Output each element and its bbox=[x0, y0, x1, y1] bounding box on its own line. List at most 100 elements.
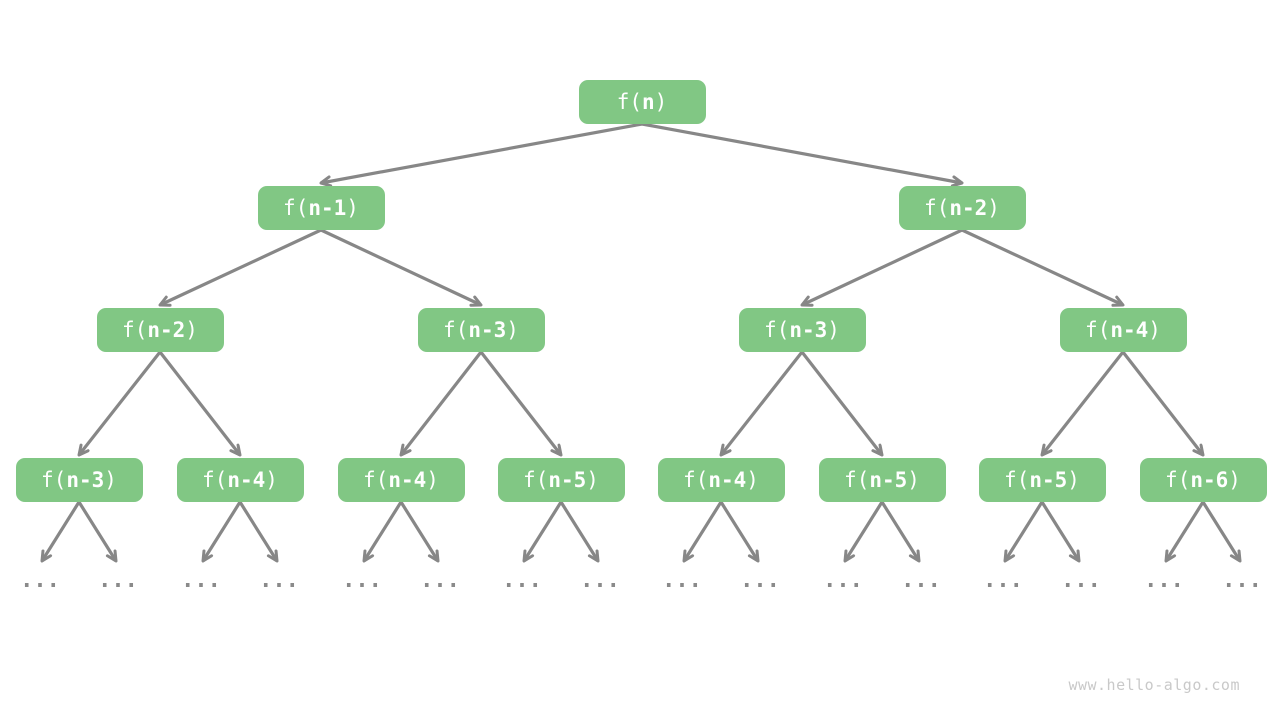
tree-edge-arrow bbox=[1003, 501, 1044, 563]
tree-edge-arrow bbox=[961, 228, 1125, 307]
tree-edge-arrow bbox=[800, 351, 884, 457]
tree-node-f-n-4: f(n-4) bbox=[1059, 308, 1187, 352]
tree-edge-arrow bbox=[800, 228, 963, 307]
node-label-argument: n-2 bbox=[949, 196, 988, 220]
tree-node-f-n-3: f(n-3) bbox=[417, 308, 545, 352]
tree-node-f-n-5: f(n-5) bbox=[497, 458, 625, 502]
tree-edge-arrow bbox=[1040, 501, 1081, 563]
tree-node-f-n-5: f(n-5) bbox=[978, 458, 1106, 502]
tree-edge-arrow bbox=[1040, 351, 1125, 457]
tree-edge-arrow bbox=[682, 501, 723, 563]
node-label-argument: n-4 bbox=[1110, 318, 1149, 342]
node-label-prefix: f( bbox=[924, 196, 950, 220]
node-label-suffix: ) bbox=[1228, 468, 1241, 492]
tree-edge-arrow bbox=[719, 351, 804, 457]
node-label-argument: n-4 bbox=[388, 468, 427, 492]
tree-edge-arrow bbox=[362, 501, 403, 563]
tree-edge-arrow bbox=[399, 351, 483, 457]
leaf-ellipsis: ... bbox=[740, 568, 780, 593]
leaf-ellipsis: ... bbox=[1144, 568, 1184, 593]
tree-node-f-n-5: f(n-5) bbox=[818, 458, 946, 502]
node-label-suffix: ) bbox=[506, 318, 519, 342]
tree-node-f-n-3: f(n-3) bbox=[738, 308, 866, 352]
node-label-argument: n-4 bbox=[227, 468, 266, 492]
node-label-suffix: ) bbox=[827, 318, 840, 342]
tree-node-f-n-4: f(n-4) bbox=[657, 458, 785, 502]
leaf-ellipsis: ... bbox=[1061, 568, 1101, 593]
leaf-ellipsis: ... bbox=[502, 568, 542, 593]
node-label-argument: n-5 bbox=[548, 468, 587, 492]
tree-edge-arrow bbox=[158, 351, 242, 457]
tree-edge-arrow bbox=[843, 501, 884, 563]
node-label-prefix: f( bbox=[202, 468, 228, 492]
node-label-suffix: ) bbox=[1067, 468, 1080, 492]
node-label-prefix: f( bbox=[363, 468, 389, 492]
node-label-suffix: ) bbox=[185, 318, 198, 342]
node-label-argument: n bbox=[641, 90, 655, 114]
node-label-prefix: f( bbox=[1004, 468, 1030, 492]
node-label-suffix: ) bbox=[907, 468, 920, 492]
node-label-argument: n-4 bbox=[708, 468, 747, 492]
tree-edge-arrow bbox=[1121, 351, 1205, 457]
tree-edge-arrow bbox=[158, 228, 322, 307]
leaf-ellipsis: ... bbox=[20, 568, 60, 593]
node-label-prefix: f( bbox=[122, 318, 148, 342]
tree-edge-arrow bbox=[479, 351, 563, 457]
tree-edge-arrow bbox=[320, 228, 483, 307]
tree-node-f-n-2: f(n-2) bbox=[96, 308, 224, 352]
node-label-suffix: ) bbox=[746, 468, 759, 492]
tree-node-f-n-4: f(n-4) bbox=[176, 458, 304, 502]
node-label-suffix: ) bbox=[426, 468, 439, 492]
leaf-ellipsis: ... bbox=[342, 568, 382, 593]
node-label-suffix: ) bbox=[346, 196, 359, 220]
node-label-argument: n-2 bbox=[147, 318, 186, 342]
leaf-ellipsis: ... bbox=[662, 568, 702, 593]
tree-node-f-n-2: f(n-2) bbox=[898, 186, 1026, 230]
node-label-argument: n-3 bbox=[66, 468, 105, 492]
leaf-ellipsis: ... bbox=[901, 568, 941, 593]
node-label-prefix: f( bbox=[683, 468, 709, 492]
tree-edge-arrow bbox=[40, 501, 81, 563]
node-label-prefix: f( bbox=[1085, 318, 1111, 342]
node-label-prefix: f( bbox=[41, 468, 67, 492]
node-label-suffix: ) bbox=[104, 468, 117, 492]
leaf-ellipsis: ... bbox=[983, 568, 1023, 593]
tree-node-f-n-1: f(n-1) bbox=[257, 186, 385, 230]
tree-edge-arrow bbox=[77, 501, 118, 563]
leaf-ellipsis: ... bbox=[1222, 568, 1262, 593]
tree-edge-arrow bbox=[77, 351, 162, 457]
node-label-prefix: f( bbox=[844, 468, 870, 492]
tree-edge-arrow bbox=[1201, 501, 1242, 563]
node-label-prefix: f( bbox=[616, 90, 642, 114]
tree-edge-arrow bbox=[1164, 501, 1205, 563]
tree-edge-arrow bbox=[522, 501, 563, 563]
node-label-prefix: f( bbox=[764, 318, 790, 342]
leaf-ellipsis: ... bbox=[420, 568, 460, 593]
node-label-suffix: ) bbox=[265, 468, 278, 492]
tree-edge-arrow bbox=[559, 501, 600, 563]
node-label-argument: n-5 bbox=[869, 468, 908, 492]
node-label-suffix: ) bbox=[586, 468, 599, 492]
leaf-ellipsis: ... bbox=[259, 568, 299, 593]
leaf-ellipsis: ... bbox=[98, 568, 138, 593]
leaf-ellipsis: ... bbox=[580, 568, 620, 593]
tree-edge-arrow bbox=[880, 501, 921, 563]
tree-node-f-n-4: f(n-4) bbox=[337, 458, 465, 502]
node-label-argument: n-5 bbox=[1029, 468, 1068, 492]
node-label-argument: n-1 bbox=[308, 196, 347, 220]
node-label-argument: n-3 bbox=[468, 318, 507, 342]
node-label-prefix: f( bbox=[523, 468, 549, 492]
node-label-prefix: f( bbox=[1165, 468, 1191, 492]
leaf-ellipsis: ... bbox=[181, 568, 221, 593]
tree-edge-arrow bbox=[719, 501, 760, 563]
node-label-argument: n-6 bbox=[1190, 468, 1229, 492]
node-label-suffix: ) bbox=[987, 196, 1000, 220]
tree-edge-arrow bbox=[641, 122, 964, 188]
tree-edge-arrow bbox=[399, 501, 440, 563]
tree-edge-arrow bbox=[201, 501, 242, 563]
node-label-prefix: f( bbox=[283, 196, 309, 220]
node-label-suffix: ) bbox=[1148, 318, 1161, 342]
tree-edge-arrow bbox=[319, 122, 643, 188]
leaf-ellipsis: ... bbox=[823, 568, 863, 593]
